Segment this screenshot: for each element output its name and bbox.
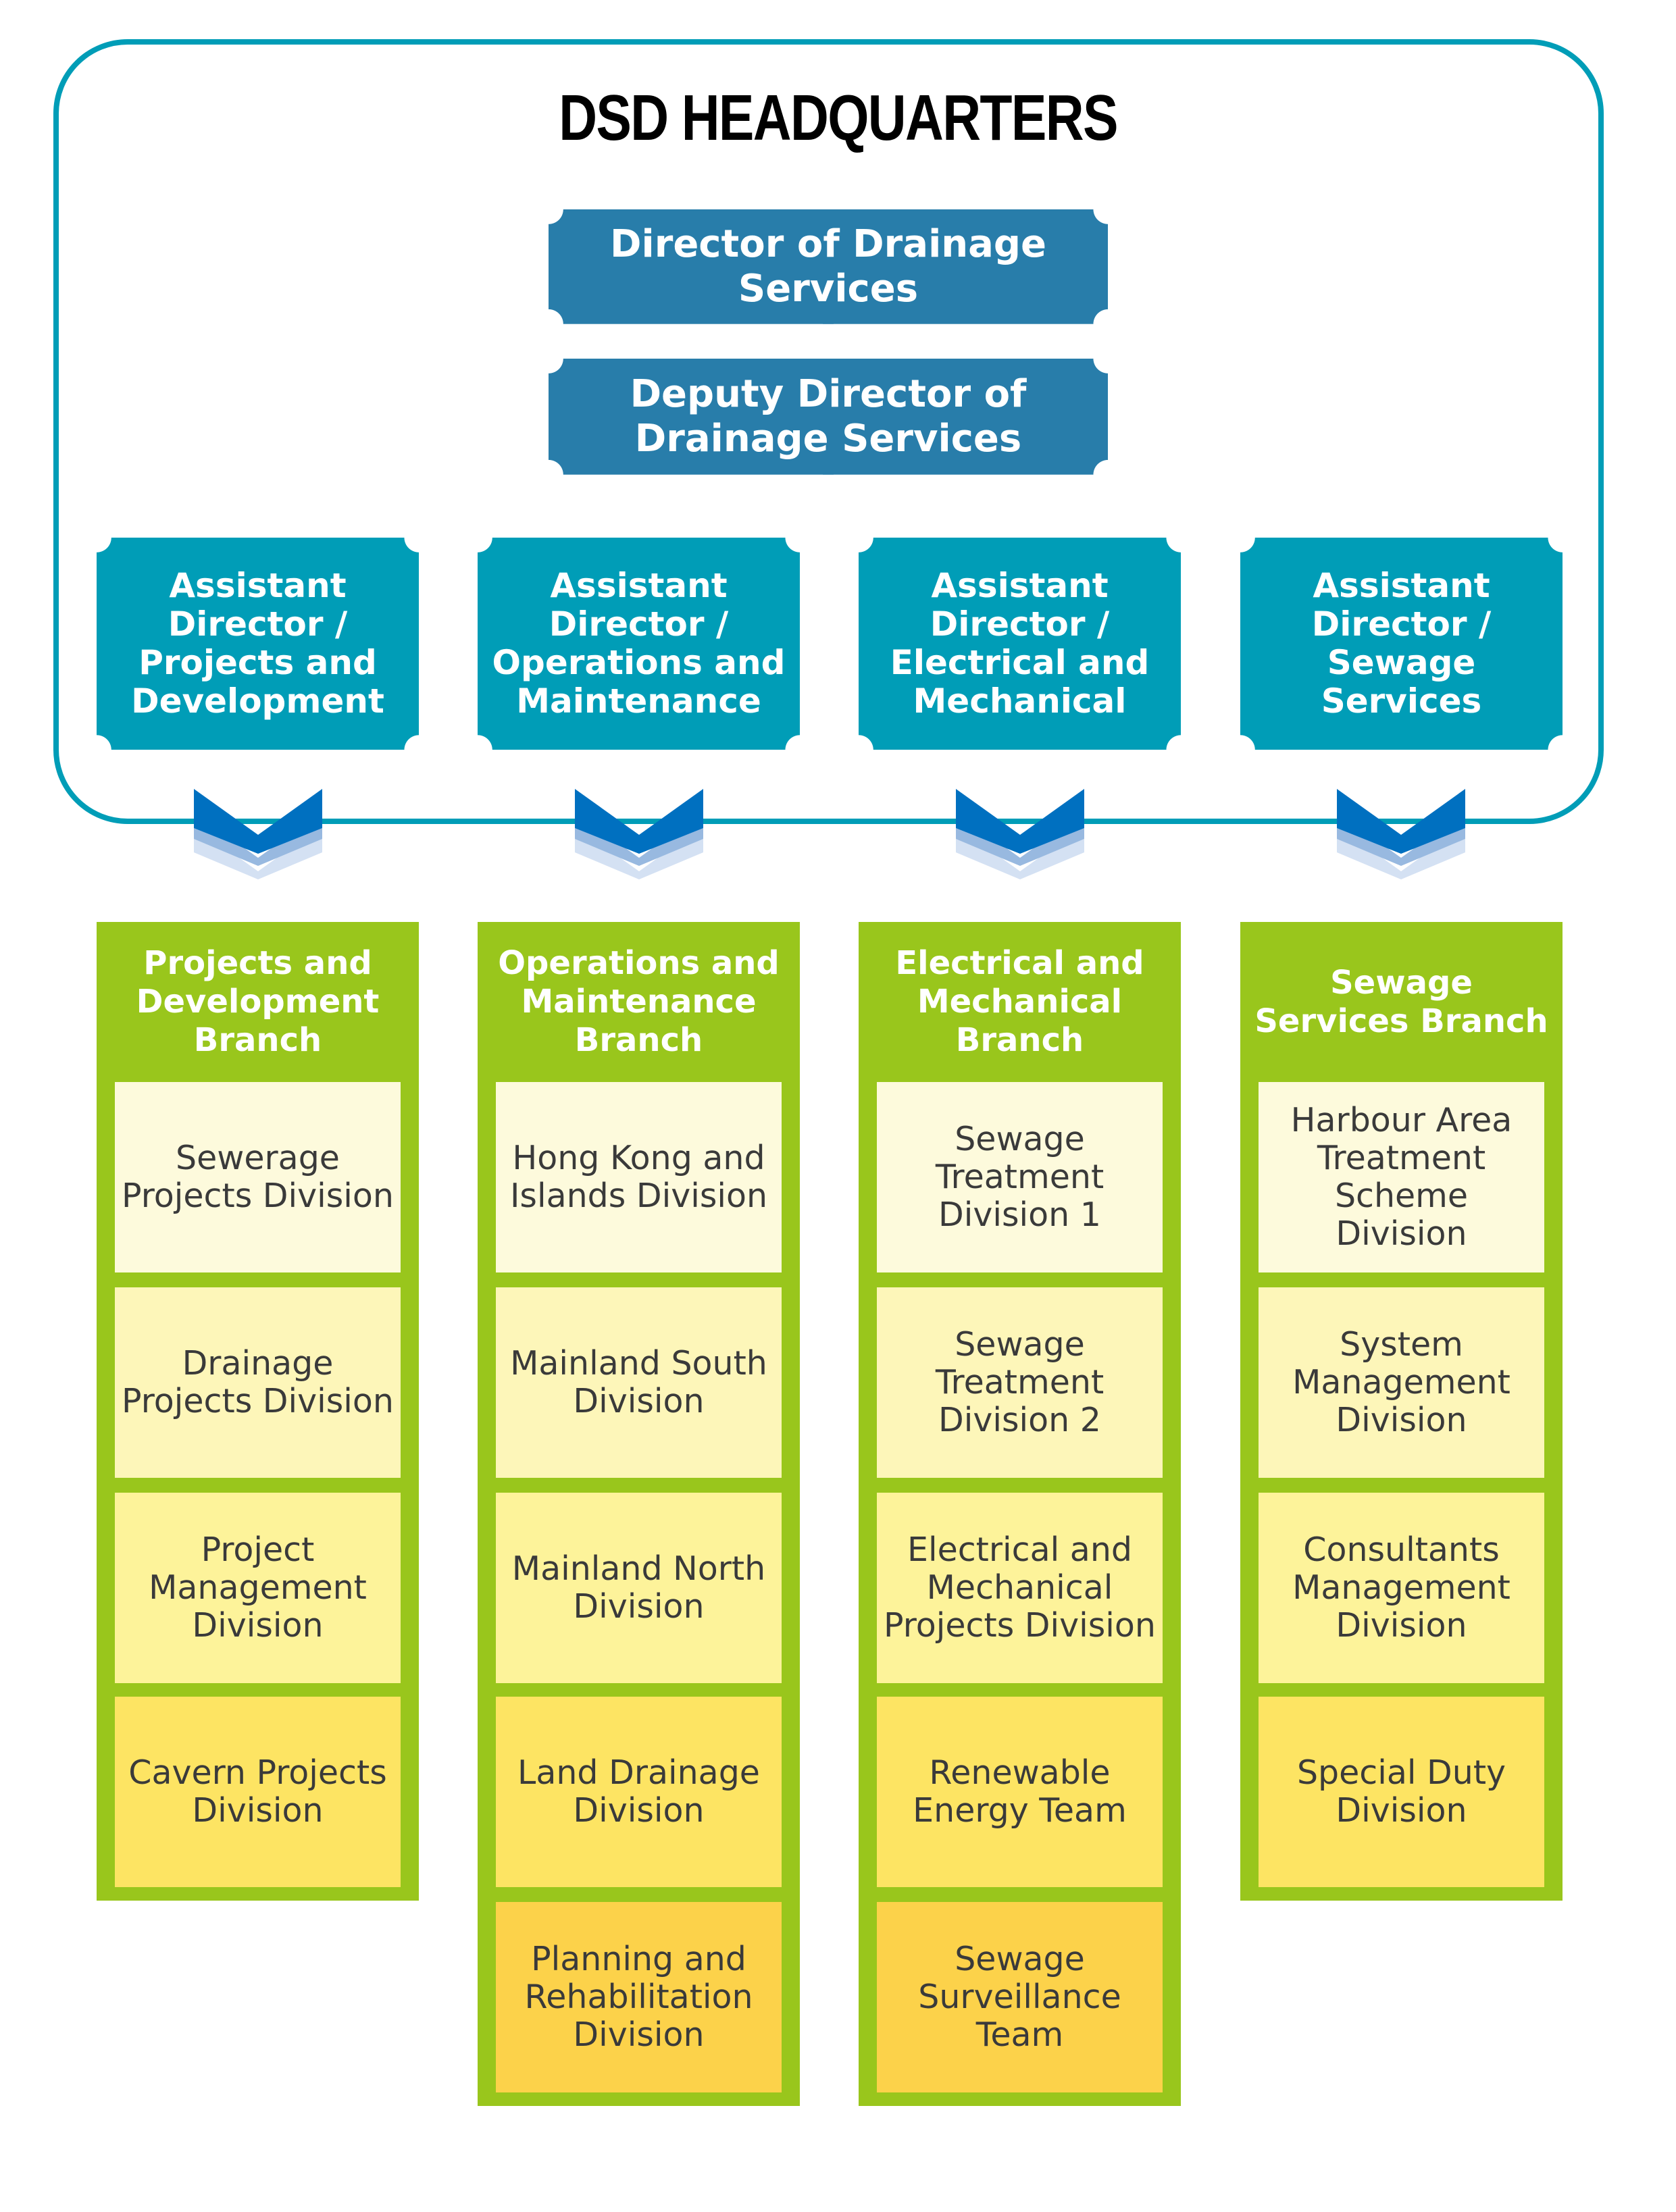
page-title: DSD HEADQUARTERS (559, 82, 1118, 154)
director-label: Director of Drainage Services (610, 222, 1046, 311)
branch-title: Electrical and Mechanical Branch (895, 944, 1144, 1059)
division-cell: Electrical and Mechanical Projects Divis… (877, 1493, 1163, 1683)
division-cell: System Management Division (1259, 1287, 1544, 1478)
division-cell: Land Drainage Division (496, 1697, 782, 1887)
headquarters-frame (53, 39, 1604, 824)
division-cell: Special Duty Division (1259, 1697, 1544, 1887)
chevron-down-icon (1337, 789, 1465, 879)
division-cell: Planning and Rehabilitation Division (496, 1902, 782, 2092)
chevron-down-icon (194, 789, 322, 879)
division-cell: Sewerage Projects Division (115, 1082, 401, 1272)
chevron-down-icon (575, 789, 703, 879)
division-cell: Sewage Treatment Division 1 (877, 1082, 1163, 1272)
branch-title: Sewage Services Branch (1254, 963, 1548, 1040)
chevron-down-icon (956, 789, 1084, 879)
assistant-director-box: Assistant Director / Electrical and Mech… (859, 538, 1181, 750)
division-cell: Consultants Management Division (1259, 1493, 1544, 1683)
branch-title: Projects and Development Branch (136, 944, 380, 1059)
assistant-director-label: Assistant Director / Projects and Develo… (131, 566, 384, 721)
division-cell: Project Management Division (115, 1493, 401, 1683)
division-cell: Hong Kong and Islands Division (496, 1082, 782, 1272)
assistant-director-label: Assistant Director / Operations and Main… (492, 566, 786, 721)
deputy-director-box: Deputy Director of Drainage Services (549, 359, 1108, 475)
deputy-director-label: Deputy Director of Drainage Services (630, 372, 1027, 461)
division-cell: Harbour Area Treatment Scheme Division (1259, 1082, 1544, 1272)
assistant-director-box: Assistant Director / Operations and Main… (478, 538, 800, 750)
division-cell: Sewage Surveillance Team (877, 1902, 1163, 2092)
branch-sewage-services: Sewage Services Branch Harbour Area Trea… (1240, 922, 1563, 1901)
division-cell: Mainland South Division (496, 1287, 782, 1478)
assistant-director-label: Assistant Director / Sewage Services (1311, 566, 1492, 721)
branch-title: Operations and Maintenance Branch (498, 944, 780, 1059)
division-cell: Renewable Energy Team (877, 1697, 1163, 1887)
branch-operations-maintenance: Operations and Maintenance Branch Hong K… (478, 922, 800, 2106)
division-cell: Cavern Projects Division (115, 1697, 401, 1887)
branch-electrical-mechanical: Electrical and Mechanical Branch Sewage … (859, 922, 1181, 2106)
division-cell: Mainland North Division (496, 1493, 782, 1683)
assistant-director-label: Assistant Director / Electrical and Mech… (890, 566, 1150, 721)
assistant-director-box: Assistant Director / Sewage Services (1240, 538, 1563, 750)
branch-projects-development: Projects and Development Branch Sewerage… (97, 922, 419, 1901)
division-cell: Sewage Treatment Division 2 (877, 1287, 1163, 1478)
assistant-director-box: Assistant Director / Projects and Develo… (97, 538, 419, 750)
director-box: Director of Drainage Services (549, 209, 1108, 324)
division-cell: Drainage Projects Division (115, 1287, 401, 1478)
